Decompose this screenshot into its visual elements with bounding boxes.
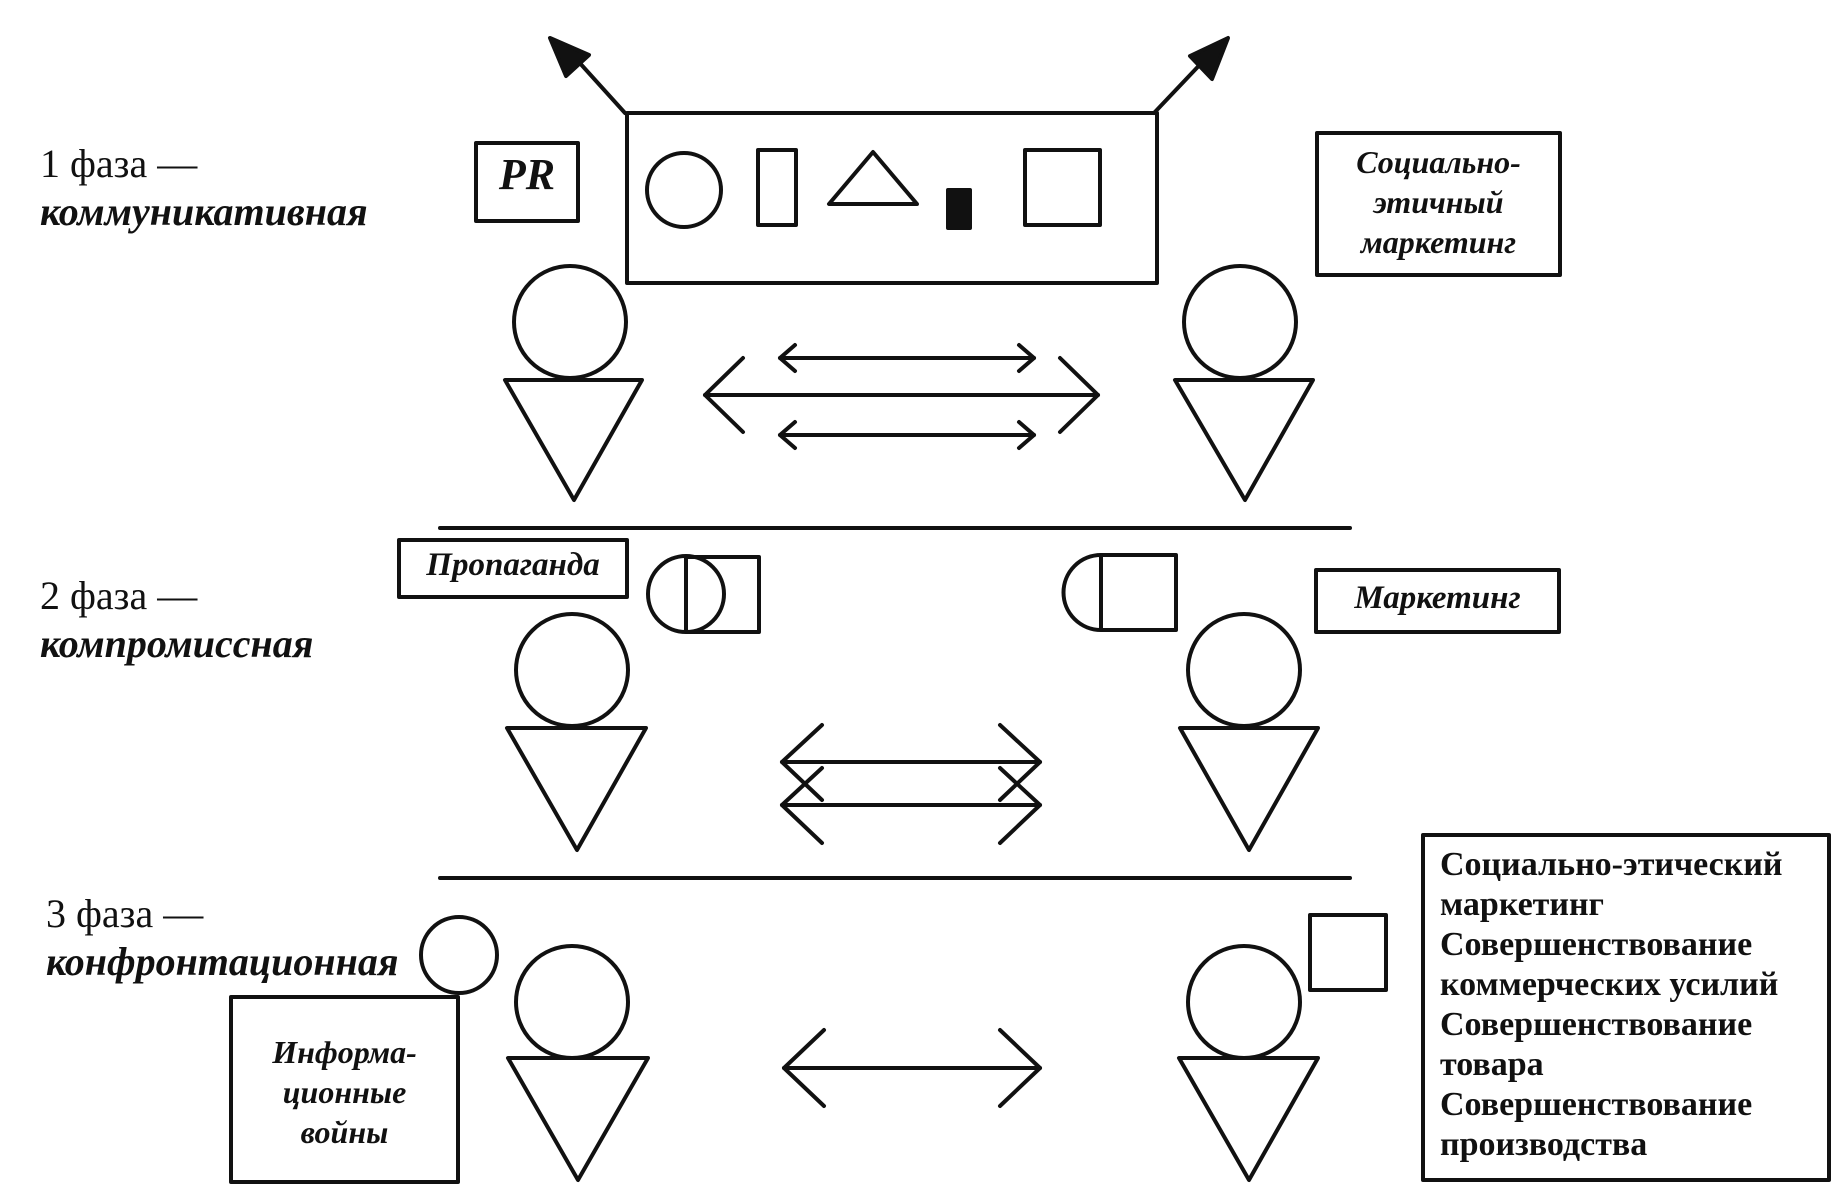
- phase2-left-figure: [505, 612, 648, 852]
- pr-label: PR: [498, 150, 556, 199]
- phase2-right-halfcircle-square-icon: [1061, 553, 1178, 632]
- info-wars-box: [229, 995, 460, 1184]
- phase3-number: 3 фаза —: [46, 891, 204, 936]
- info-wars-line-1: Информа-: [272, 1034, 417, 1070]
- social-ethical-line-2: этичный: [1373, 184, 1504, 220]
- phase1-name: коммуникативная: [40, 189, 368, 234]
- phase1-arrow-right: [1152, 36, 1230, 115]
- social-ethical-box: [1315, 131, 1562, 277]
- phase1-number: 1 фаза —: [40, 141, 198, 186]
- summary-line-2: маркетинг: [1440, 886, 1604, 923]
- summary-line-6: товара: [1440, 1046, 1544, 1083]
- summary-line-7: Совершенствование: [1440, 1086, 1753, 1123]
- central-circle-shape: [645, 151, 723, 229]
- phase3-exchange-arrow: [782, 1028, 1042, 1108]
- central-square-shape: [1023, 148, 1102, 227]
- central-small-block-shape: [946, 188, 972, 230]
- phase1-arrow-left: [548, 36, 627, 115]
- propaganda-label: Пропаганда: [426, 547, 600, 583]
- social-ethical-line-1: Социально-: [1356, 144, 1521, 180]
- summary-line-3: Совершенствование: [1440, 926, 1753, 963]
- phase2-crossed-arrows: [780, 723, 1042, 845]
- phase2-name: компромиссная: [40, 621, 314, 666]
- phase2-number: 2 фаза —: [40, 573, 198, 618]
- phase3-small-square: [1308, 913, 1388, 992]
- phase3-small-circle: [419, 915, 499, 995]
- phase2-right-figure: [1178, 612, 1320, 852]
- phase3-left-figure: [506, 944, 650, 1182]
- phase1-left-figure: [503, 264, 644, 502]
- phase1-right-figure: [1173, 264, 1315, 502]
- social-ethical-label: Социально- этичный маркетинг: [1317, 142, 1560, 262]
- phase1-exchange-arrows: [703, 343, 1100, 450]
- phase3-name: конфронтационная: [46, 939, 399, 984]
- pr-box: [474, 141, 580, 223]
- summary-line-1: Социально-этический: [1440, 846, 1783, 883]
- info-wars-line-3: войны: [300, 1114, 389, 1150]
- summary-line-4: коммерческих усилий: [1440, 966, 1779, 1003]
- social-ethical-line-3: маркетинг: [1360, 224, 1517, 260]
- info-wars-label: Информа- ционные войны: [231, 1032, 458, 1152]
- marketing-box: [1314, 568, 1561, 634]
- summary-line-5: Совершенствование: [1440, 1006, 1753, 1043]
- central-triangle-shape: [827, 150, 919, 206]
- phase2-left-circle-square-icon: [646, 554, 761, 634]
- summary-text: Социально-этический маркетинг Совершенст…: [1440, 845, 1783, 1165]
- phase3-right-figure: [1177, 944, 1320, 1182]
- propaganda-box: [397, 538, 629, 599]
- marketing-label: Маркетинг: [1354, 580, 1521, 616]
- phase1-central-box: [625, 111, 1159, 285]
- summary-line-8: производства: [1440, 1126, 1648, 1163]
- info-wars-line-2: ционные: [282, 1074, 407, 1110]
- summary-box: [1421, 833, 1831, 1182]
- central-rectangle-shape: [756, 148, 798, 227]
